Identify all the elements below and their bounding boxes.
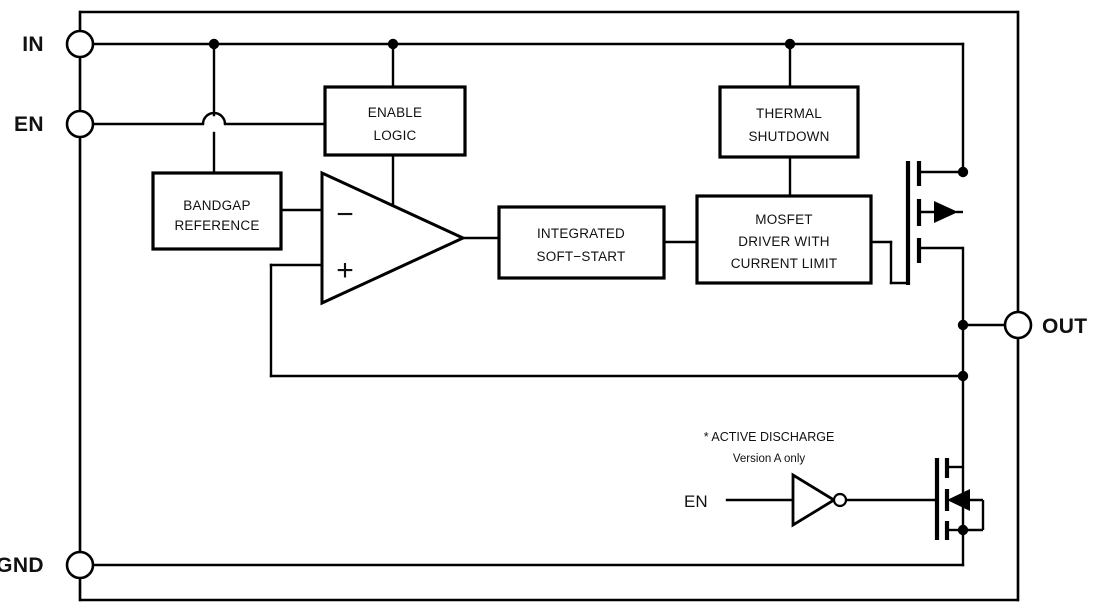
block-mosfet-driver-line-2: CURRENT LIMIT (731, 256, 838, 271)
pin-en-terminal (65, 109, 95, 139)
pin-label-gnd: GND (0, 554, 44, 577)
node-discharge-source (957, 524, 969, 536)
en-rail-net (91, 111, 327, 126)
block-thermal-shutdown-line-1: SHUTDOWN (748, 129, 829, 144)
block-integrated-soft-start-line-0: INTEGRATED (537, 226, 625, 241)
amp-noninverting-sign: + (336, 254, 354, 287)
active-discharge-note-text: * ACTIVE DISCHARGE (704, 430, 835, 444)
pin-label-in: IN (22, 33, 44, 56)
block-enable-logic[interactable]: ENABLE LOGIC (323, 85, 467, 157)
node-in-pass-drain (957, 166, 969, 178)
junction-dots (208, 38, 969, 536)
active-discharge-mosfet (844, 458, 985, 540)
block-bandgap-reference-line-1: REFERENCE (174, 218, 259, 233)
block-enable-logic-line-0: ENABLE (368, 105, 422, 120)
gnd-rail-net (91, 528, 965, 567)
in-rail-net (78, 10, 965, 602)
active-discharge-note: * ACTIVE DISCHARGE Version A only (704, 430, 835, 465)
pin-labels: IN EN OUT GND (0, 33, 1088, 577)
pin-label-out: OUT (1042, 315, 1088, 338)
pin-terminals (65, 29, 1033, 580)
pass-mosfet (905, 161, 965, 532)
block-enable-logic-line-1: LOGIC (373, 128, 416, 143)
device-outline (78, 10, 1020, 602)
block-mosfet-driver[interactable]: MOSFET DRIVER WITH CURRENT LIMIT (695, 194, 873, 285)
pin-in-terminal (65, 29, 95, 59)
block-mosfet-driver-line-0: MOSFET (755, 212, 812, 227)
driver-to-gate-net (869, 240, 910, 285)
active-discharge-version-text: Version A only (733, 453, 805, 465)
discharge-inverter (725, 472, 848, 528)
block-integrated-soft-start-line-1: SOFT−START (537, 249, 626, 264)
node-out (957, 319, 969, 331)
feedback-net (269, 263, 965, 378)
node-in-bandgap-tap (208, 38, 220, 50)
discharge-en-label: EN (684, 492, 708, 511)
block-thermal-shutdown[interactable]: THERMAL SHUTDOWN (718, 85, 860, 159)
pin-out-terminal (1003, 310, 1033, 340)
discharge-en-label-group: EN (684, 492, 708, 511)
block-mosfet-driver-line-1: DRIVER WITH (738, 234, 829, 249)
pin-label-en: EN (14, 113, 44, 136)
block-thermal-shutdown-line-0: THERMAL (756, 106, 822, 121)
amp-inverting-sign: − (336, 198, 354, 231)
pin-gnd-terminal (65, 550, 95, 580)
block-bandgap-reference-line-0: BANDGAP (183, 198, 250, 213)
node-in-thermal-tap (784, 38, 796, 50)
node-in-enable-tap (387, 38, 399, 50)
block-integrated-soft-start[interactable]: INTEGRATED SOFT−START (497, 205, 666, 280)
error-amplifier: − + (320, 170, 467, 306)
node-feedback-tap (957, 370, 969, 382)
block-bandgap-reference[interactable]: BANDGAP REFERENCE (151, 171, 283, 251)
